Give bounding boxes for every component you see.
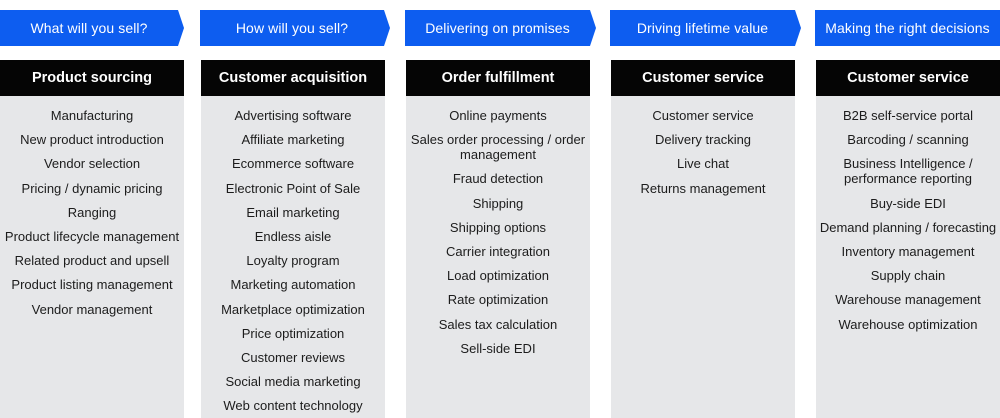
- list-item: Sell-side EDI: [460, 340, 536, 356]
- list-item: Pricing / dynamic pricing: [21, 180, 163, 196]
- list-item: Shipping options: [449, 219, 547, 235]
- list-item: Social media marketing: [225, 374, 361, 390]
- column-list: Online payments Sales order processing /…: [406, 96, 590, 356]
- list-item: Related product and upsell: [14, 253, 170, 269]
- stage-arrow-shape: [815, 10, 1000, 46]
- stage-arrow-shape: [405, 10, 596, 46]
- list-item: Load optimization: [447, 268, 549, 284]
- list-item: Product listing management: [11, 277, 173, 293]
- column-list: Manufacturing New product introduction V…: [0, 96, 184, 317]
- column-order-fulfillment: Order fulfillment Online payments Sales …: [406, 60, 590, 418]
- stage-arrow-4: Driving lifetime value: [610, 10, 801, 46]
- column-header: Product sourcing: [0, 60, 184, 96]
- stage-arrow-5: Making the right decisions: [815, 10, 1000, 46]
- list-item: Supply chain: [870, 268, 946, 284]
- column-list: B2B self-service portal Barcoding / scan…: [816, 96, 1000, 332]
- stage-label: How will you sell?: [235, 20, 349, 36]
- list-item: Rate optimization: [447, 292, 549, 308]
- list-item: Carrier integration: [445, 243, 551, 259]
- list-item: Marketing automation: [230, 277, 356, 293]
- stage-label: Delivering on promises: [425, 20, 570, 36]
- list-item: Customer reviews: [240, 349, 346, 365]
- list-item: Customer service: [652, 108, 754, 123]
- list-item: Barcoding / scanning: [847, 132, 969, 148]
- list-item: Online payments: [449, 108, 547, 123]
- list-item: Live chat: [676, 156, 730, 172]
- list-item: Shipping: [472, 195, 524, 211]
- list-item: Affiliate marketing: [241, 132, 345, 148]
- list-item: Sales order processing / order managemen…: [410, 132, 586, 163]
- list-item: Ranging: [67, 204, 117, 220]
- list-item: Web content technology: [223, 398, 363, 414]
- list-item: Vendor selection: [43, 156, 141, 172]
- list-item: Delivery tracking: [654, 132, 752, 148]
- column-right-decisions: Customer service B2B self-service portal…: [816, 60, 1000, 418]
- list-item: Inventory management: [841, 243, 975, 259]
- column-customer-service: Customer service Customer service Delive…: [611, 60, 795, 418]
- column-header: Customer service: [611, 60, 795, 96]
- list-item: Buy-side EDI: [870, 195, 946, 211]
- list-item: Advertising software: [234, 108, 352, 123]
- stage-arrow-shape: [610, 10, 801, 46]
- column-customer-acquisition: Customer acquisition Advertising softwar…: [201, 60, 385, 418]
- stage-label: What will you sell?: [30, 20, 148, 36]
- list-item: B2B self-service portal: [842, 108, 974, 123]
- list-item: New product introduction: [20, 132, 164, 148]
- list-item: Price optimization: [241, 325, 345, 341]
- column-product-sourcing: Product sourcing Manufacturing New produ…: [0, 60, 184, 418]
- list-item: Marketplace optimization: [221, 301, 365, 317]
- stage-label: Driving lifetime value: [636, 20, 769, 36]
- list-item: Fraud detection: [452, 171, 544, 187]
- list-item: Vendor management: [31, 301, 153, 317]
- column-header: Customer acquisition: [201, 60, 385, 96]
- column-header: Customer service: [816, 60, 1000, 96]
- list-item: Warehouse management: [835, 292, 981, 308]
- stage-arrow-shape: [200, 10, 390, 46]
- stage-arrow-1: What will you sell?: [0, 10, 184, 46]
- list-item: Manufacturing: [50, 108, 134, 123]
- list-item: Demand planning / forecasting: [819, 219, 997, 235]
- stage-arrow-2: How will you sell?: [200, 10, 390, 46]
- list-item: Warehouse optimization: [838, 316, 978, 332]
- list-item: Sales tax calculation: [438, 316, 558, 332]
- column-list: Advertising software Affiliate marketing…: [201, 96, 385, 413]
- stage-arrow-shape: [0, 10, 184, 46]
- column-list: Customer service Delivery tracking Live …: [611, 96, 795, 196]
- list-item: Ecommerce software: [231, 156, 355, 172]
- list-item: Email marketing: [246, 204, 340, 220]
- list-item: Product lifecycle management: [4, 228, 180, 244]
- list-item: Electronic Point of Sale: [225, 180, 361, 196]
- stage-label: Making the right decisions: [825, 20, 990, 36]
- column-header: Order fulfillment: [406, 60, 590, 96]
- list-item: Endless aisle: [254, 228, 332, 244]
- list-item: Returns management: [640, 180, 766, 196]
- list-item: Business Intelligence / performance repo…: [843, 156, 973, 187]
- list-item: Loyalty program: [246, 253, 340, 269]
- stage-arrow-3: Delivering on promises: [405, 10, 596, 46]
